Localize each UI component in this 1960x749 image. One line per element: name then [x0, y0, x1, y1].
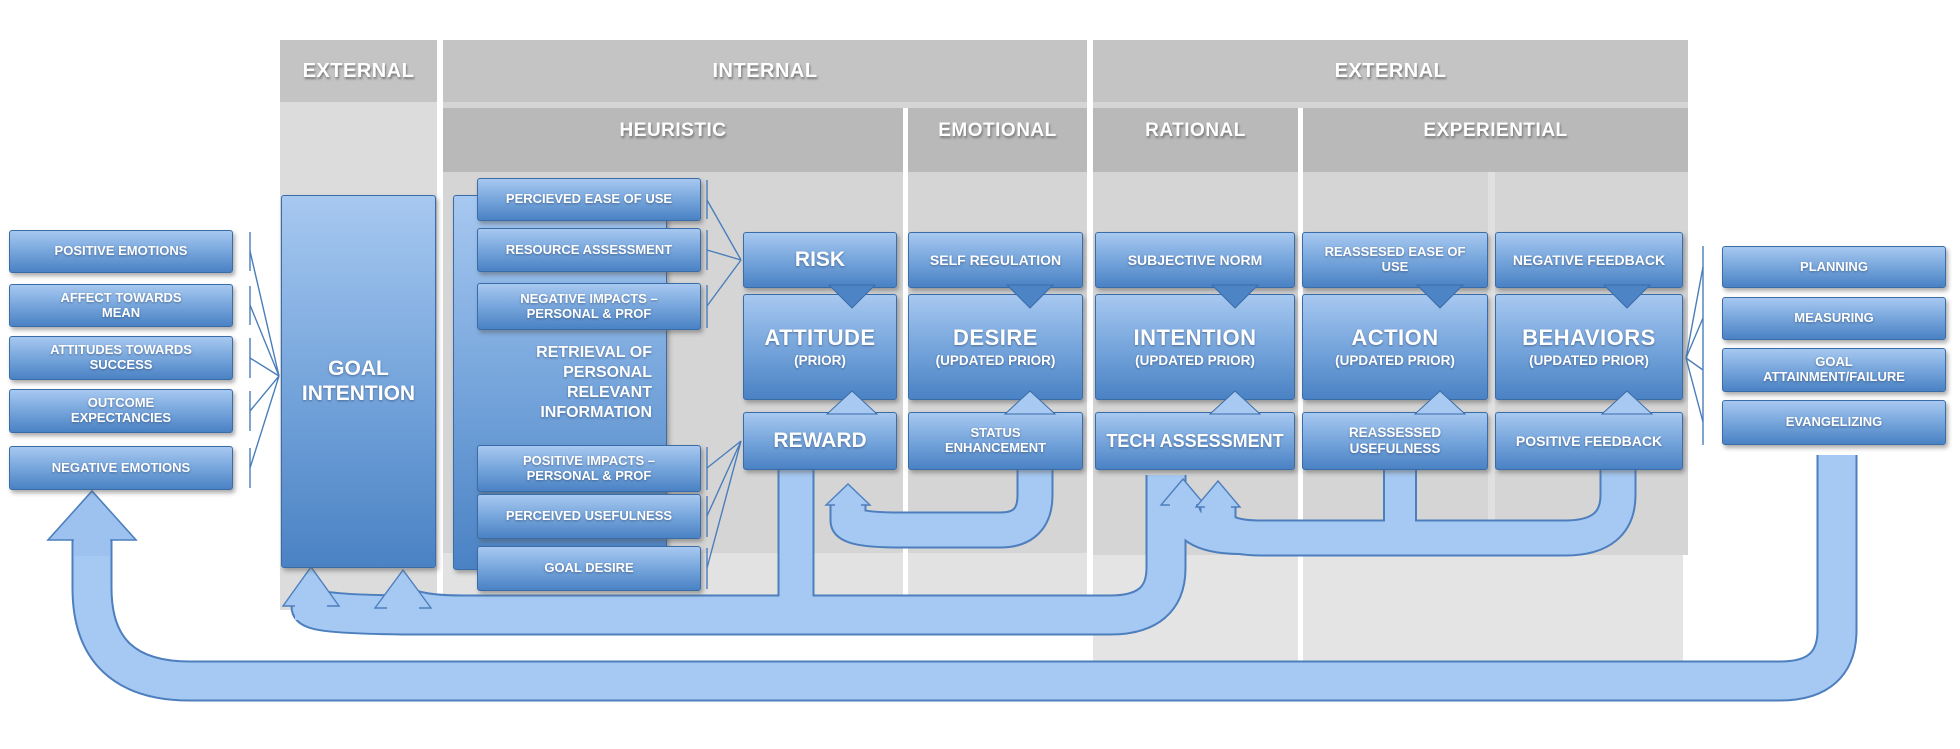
header-external-left: EXTERNAL — [280, 40, 437, 102]
action-label: ACTION — [1351, 325, 1439, 351]
output-planning: PLANNING — [1722, 246, 1946, 288]
subheader-emotional: EMOTIONAL — [908, 108, 1087, 172]
down-tab-reassesed-ease — [1415, 284, 1465, 309]
down-tab-risk — [827, 284, 877, 309]
input-outcome-expectancies: OUTCOME EXPECTANCIES — [9, 389, 233, 433]
input-attitudes-towards-success: ATTITUDES TOWARDS SUCCESS — [9, 336, 233, 380]
heuristic-percieved-ease-of-use: PERCIEVED EASE OF USE — [477, 178, 701, 221]
self-regulation-box: SELF REGULATION — [908, 232, 1083, 288]
up-tab-status-enhancement — [1003, 390, 1057, 415]
action-box: ACTION (UPDATED PRIOR) — [1302, 294, 1488, 400]
desire-label: DESIRE — [953, 325, 1038, 351]
heuristic-perceived-usefulness: PERCEIVED USEFULNESS — [477, 494, 701, 539]
desire-sublabel: (UPDATED PRIOR) — [935, 353, 1056, 369]
heuristic-goal-desire: GOAL DESIRE — [477, 546, 701, 591]
intention-label: INTENTION — [1133, 325, 1257, 351]
loop-evangelizing-to-emotions-fill — [73, 455, 1856, 700]
up-tab-reassessed-usefulness — [1413, 390, 1467, 415]
negative-feedback-box: NEGATIVE FEEDBACK — [1495, 232, 1683, 288]
down-tab-self-regulation — [1005, 284, 1055, 309]
output-evangelizing: EVANGELIZING — [1722, 400, 1946, 445]
reassessed-usefulness-box: REASSESSED USEFULNESS — [1302, 412, 1488, 470]
fan-right-diagonals — [1685, 266, 1704, 423]
loop-status-to-reward-fill — [831, 470, 1052, 547]
attitude-sublabel: (PRIOR) — [794, 353, 846, 369]
input-affect-towards-mean: AFFECT TOWARDS MEAN — [9, 284, 233, 327]
down-tab-negative-feedback — [1602, 284, 1652, 309]
behaviors-sublabel: (UPDATED PRIOR) — [1529, 353, 1649, 369]
heuristic-resource-assessment: RESOURCE ASSESSMENT — [477, 228, 701, 272]
desire-box: DESIRE (UPDATED PRIOR) — [908, 294, 1083, 400]
up-tab-tech-assessment — [1208, 390, 1262, 415]
fan-heuristic-diagonals — [706, 199, 742, 569]
up-tab-positive-feedback — [1600, 390, 1654, 415]
divider-rational-experiential — [1298, 108, 1303, 683]
positive-feedback-box: POSITIVE FEEDBACK — [1495, 412, 1683, 470]
header-external-right: EXTERNAL — [1093, 40, 1688, 102]
loop-arrowheads — [46, 477, 1242, 622]
input-negative-emotions: NEGATIVE EMOTIONS — [9, 446, 233, 490]
output-goal-attainment-failure: GOAL ATTAINMENT/FAILURE — [1722, 348, 1946, 392]
action-sublabel: (UPDATED PRIOR) — [1335, 353, 1455, 369]
reward-box: REWARD — [743, 412, 897, 470]
subheader-heuristic: HEURISTIC — [443, 108, 903, 172]
subjective-norm-box: SUBJECTIVE NORM — [1095, 232, 1295, 288]
input-positive-emotions: POSITIVE EMOTIONS — [9, 230, 233, 273]
intention-sublabel: (UPDATED PRIOR) — [1135, 353, 1255, 369]
intention-box: INTENTION (UPDATED PRIOR) — [1095, 294, 1295, 400]
status-enhancement-box: STATUS ENHANCEMENT — [908, 412, 1083, 470]
tech-assessment-box: TECH ASSESSMENT — [1095, 412, 1295, 470]
behaviors-box: BEHAVIORS (UPDATED PRIOR) — [1495, 294, 1683, 400]
heuristic-negative-impacts: NEGATIVE IMPACTS – PERSONAL & PROF — [477, 283, 701, 330]
heuristic-positive-impacts: POSITIVE IMPACTS – PERSONAL & PROF — [477, 445, 701, 492]
attitude-label: ATTITUDE — [764, 325, 876, 351]
reassesed-ease-of-use-box: REASSESED EASE OF USE — [1302, 232, 1488, 288]
subheader-rational: RATIONAL — [1093, 108, 1298, 172]
subheader-experiential: EXPERIENTIAL — [1303, 108, 1688, 172]
fan-lines — [249, 180, 1704, 589]
divider-experiential-subcolumns — [1488, 172, 1495, 555]
divider-heuristic-emotional — [903, 108, 908, 602]
fan-left-diagonals — [249, 250, 280, 469]
header-internal: INTERNAL — [443, 40, 1087, 102]
attitude-box: ATTITUDE (PRIOR) — [743, 294, 897, 400]
down-tab-subjective-norm — [1210, 284, 1260, 309]
up-tab-reward — [825, 390, 879, 415]
goal-intention-box: GOAL INTENTION — [281, 195, 436, 568]
behaviors-label: BEHAVIORS — [1522, 325, 1656, 351]
output-measuring: MEASURING — [1722, 297, 1946, 340]
risk-box: RISK — [743, 232, 897, 288]
